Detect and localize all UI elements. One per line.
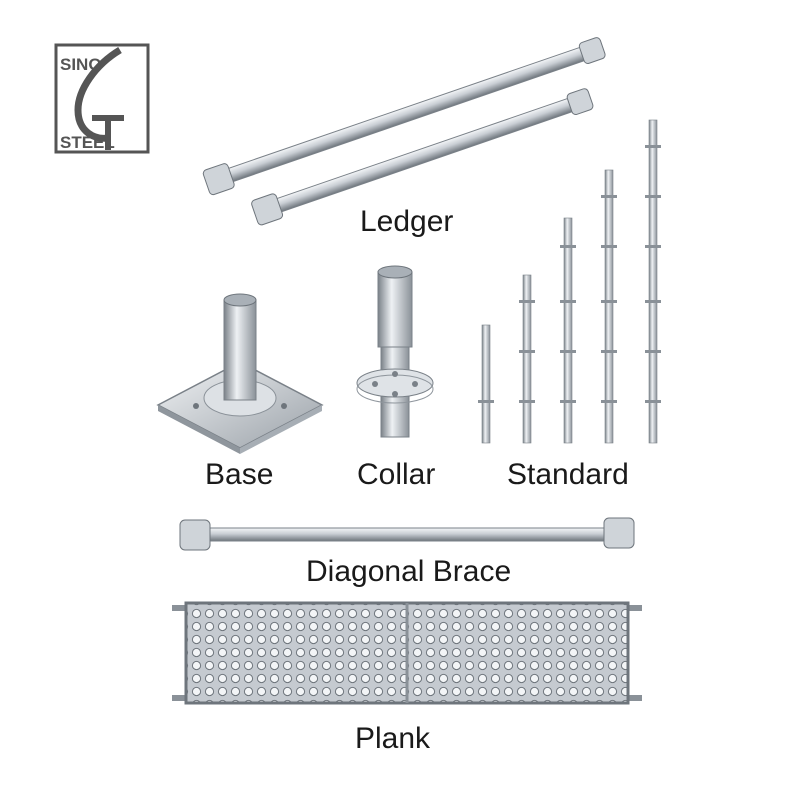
label-diagonal-brace: Diagonal Brace	[306, 555, 512, 588]
logo: SINO STEEL	[54, 43, 150, 154]
standard-5	[645, 119, 661, 444]
collar-illustration	[356, 265, 434, 438]
logo-text-bottom: STEEL	[60, 133, 115, 152]
label-plank: Plank	[355, 722, 431, 755]
diagonal-brace-illustration	[179, 517, 635, 551]
label-ledger: Ledger	[360, 205, 454, 238]
label-base: Base	[205, 458, 274, 491]
logo-swoosh-icon	[74, 46, 122, 142]
label-standard: Standard	[507, 458, 629, 491]
ledger-bar-upper	[202, 37, 606, 196]
standard-illustration	[478, 119, 661, 444]
ledger-bar-lower	[251, 88, 594, 226]
logo-text-top: SINO	[60, 55, 102, 74]
logo-frame	[54, 43, 150, 154]
label-collar: Collar	[357, 458, 436, 491]
standard-4	[601, 169, 617, 444]
base-illustration	[156, 293, 324, 454]
standard-3	[560, 217, 576, 444]
ledger-illustration	[202, 37, 606, 226]
standard-2	[519, 274, 535, 444]
logo-mark-icon	[92, 115, 124, 150]
standard-1	[478, 324, 494, 444]
plank-illustration	[172, 601, 642, 705]
